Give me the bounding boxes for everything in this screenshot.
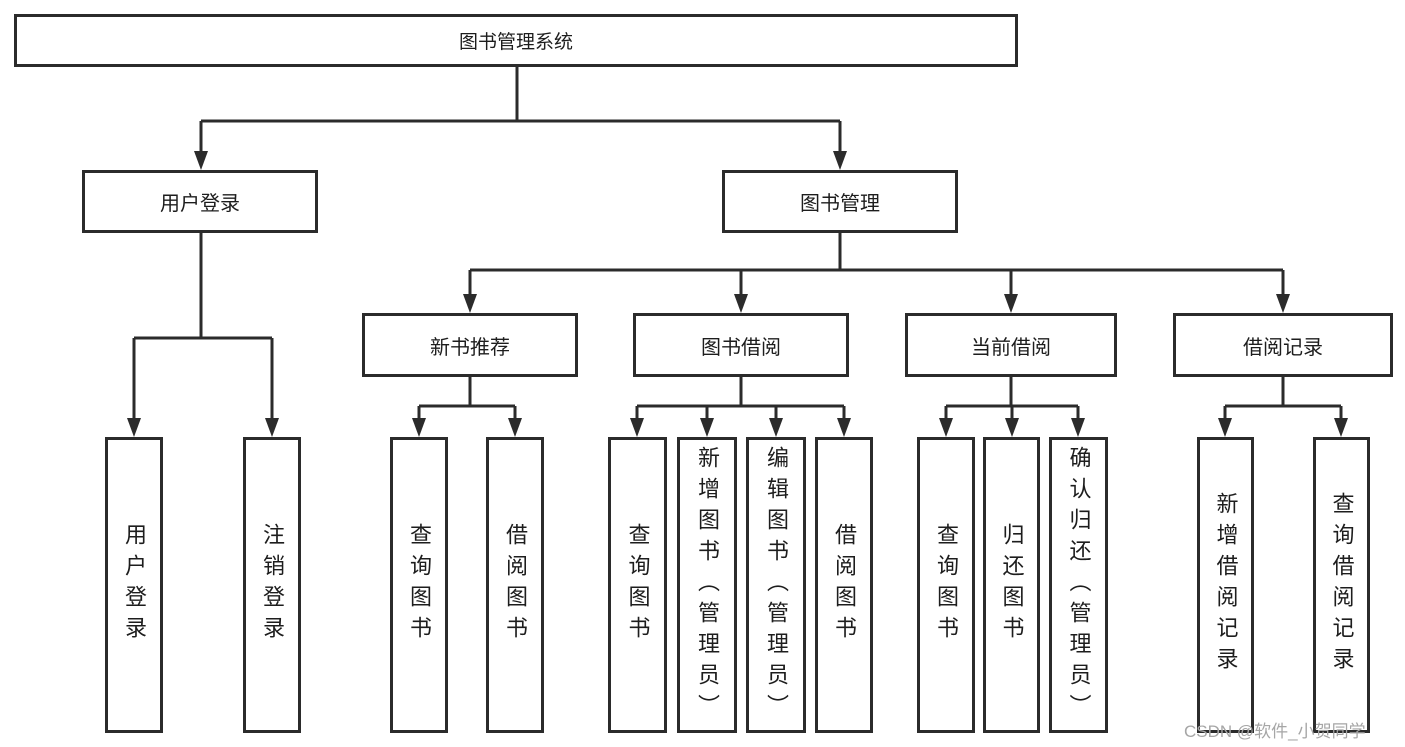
connector-borrow-records [1223, 377, 1343, 425]
leaf-label: 查询图书 [407, 523, 432, 647]
arrow-down-icon [833, 151, 847, 170]
node-leaf-borrow-books-recommend: 借阅图书 [486, 437, 544, 733]
node-leaf-edit-book-admin: 编辑图书（管理员） [746, 437, 806, 733]
node-user-login-group: 用户登录 [82, 170, 318, 233]
leaf-label: 确认归还（管理员） [1066, 445, 1092, 725]
connector-user-login-group [132, 233, 274, 425]
node-root: 图书管理系统 [14, 14, 1018, 67]
node-leaf-add-borrow-record: 新增借阅记录 [1197, 437, 1254, 733]
connector-new-book-recommend [417, 377, 517, 425]
arrow-down-icon [1071, 418, 1085, 437]
arrow-down-icon [734, 294, 748, 313]
arrow-down-icon [700, 418, 714, 437]
leaf-label: 编辑图书（管理员） [764, 445, 789, 725]
node-current-borrow: 当前借阅 [905, 313, 1117, 377]
connector-book-borrow [635, 377, 846, 425]
node-book-borrow: 图书借阅 [633, 313, 849, 377]
arrow-down-icon [769, 418, 783, 437]
arrow-down-icon [1218, 418, 1232, 437]
node-leaf-query-books-borrow: 查询图书 [608, 437, 667, 733]
arrow-down-icon [1276, 294, 1290, 313]
arrow-down-icon [412, 418, 426, 437]
arrow-down-icon [1004, 294, 1018, 313]
node-leaf-user-login: 用户登录 [105, 437, 163, 733]
leaf-label: 归还图书 [999, 523, 1025, 647]
leaf-label: 查询图书 [934, 523, 959, 647]
arrow-down-icon [508, 418, 522, 437]
arrow-down-icon [1334, 418, 1348, 437]
arrow-down-icon [837, 418, 851, 437]
arrow-down-icon [463, 294, 477, 313]
arrow-down-icon [1005, 418, 1019, 437]
node-leaf-add-book-admin: 新增图书（管理员） [677, 437, 737, 733]
arrow-down-icon [265, 418, 279, 437]
arrow-down-icon [194, 151, 208, 170]
node-leaf-return-books: 归还图书 [983, 437, 1040, 733]
leaf-label: 借阅图书 [503, 523, 528, 647]
connector-book-management [468, 233, 1285, 300]
leaf-label: 查询借阅记录 [1329, 492, 1355, 678]
connector-root [199, 67, 842, 160]
node-leaf-query-borrow-record: 查询借阅记录 [1313, 437, 1370, 733]
leaf-label: 借阅图书 [832, 523, 857, 647]
node-leaf-confirm-return-admin: 确认归还（管理员） [1049, 437, 1108, 733]
leaf-label: 新增借阅记录 [1213, 492, 1239, 678]
leaf-label: 新增图书（管理员） [695, 445, 720, 725]
node-leaf-borrow-books: 借阅图书 [815, 437, 873, 733]
leaf-label: 注销登录 [260, 523, 285, 647]
arrow-down-icon [127, 418, 141, 437]
node-new-book-recommend: 新书推荐 [362, 313, 578, 377]
node-leaf-query-books-recommend: 查询图书 [390, 437, 448, 733]
node-leaf-query-books-current: 查询图书 [917, 437, 975, 733]
node-leaf-logout: 注销登录 [243, 437, 301, 733]
node-book-management: 图书管理 [722, 170, 958, 233]
leaf-label: 用户登录 [122, 523, 147, 647]
arrow-down-icon [939, 418, 953, 437]
connector-current-borrow [944, 377, 1080, 425]
leaf-label: 查询图书 [625, 523, 651, 647]
node-borrow-records: 借阅记录 [1173, 313, 1393, 377]
watermark: CSDN @软件_小贺同学 [1184, 722, 1366, 741]
arrow-down-icon [630, 418, 644, 437]
